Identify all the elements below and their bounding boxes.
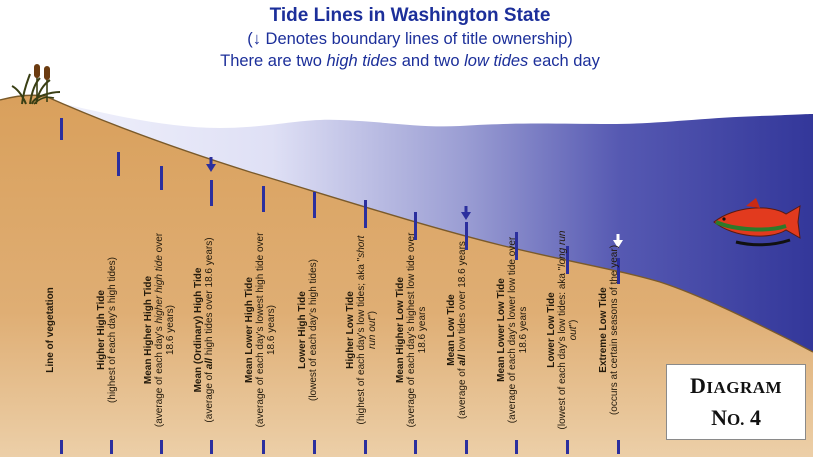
diagram-number-label: DIAGRAM NO. 4 bbox=[666, 364, 806, 440]
diagram-note: There are two high tides and two low tid… bbox=[220, 52, 600, 70]
tide-tick-top bbox=[262, 186, 265, 212]
tide-tick-top bbox=[60, 118, 63, 140]
boundary-arrow-icon bbox=[613, 234, 623, 248]
tide-tick-bottom bbox=[313, 440, 316, 454]
tide-label-mean-lower-high-tide: Mean Lower High Tide (average of each da… bbox=[244, 232, 277, 428]
tide-tick-top bbox=[566, 246, 569, 274]
tide-tick-top bbox=[414, 212, 417, 240]
beach bbox=[0, 95, 813, 457]
subtitle-open: ( bbox=[247, 30, 253, 48]
tide-tick-bottom bbox=[414, 440, 417, 454]
diagram-subtitle: (↓ Denotes boundary lines of title owner… bbox=[160, 28, 660, 50]
tide-tick-top bbox=[617, 258, 620, 284]
tide-label-higher-low-tide: Higher Low Tide (highest of each day's l… bbox=[345, 235, 378, 425]
tide-tick-top bbox=[160, 166, 163, 190]
tide-label-lower-low-tide: Lower Low Tide (lowest of each day's low… bbox=[546, 230, 579, 430]
tide-tick-bottom bbox=[60, 440, 63, 454]
cattail-icon bbox=[11, 64, 61, 105]
tide-label-mean-higher-low-tide: Mean Higher Low Tide (average of each da… bbox=[395, 232, 428, 428]
diagram-title: Tide Lines in Washington State bbox=[269, 5, 551, 26]
tide-tick-bottom bbox=[110, 440, 113, 454]
subtitle-text: Denotes boundary lines of title ownershi… bbox=[265, 30, 573, 48]
tide-tick-bottom bbox=[364, 440, 367, 454]
tide-label-mean-higher-high-tide: Mean Higher High Tide (average of each d… bbox=[143, 232, 176, 428]
boundary-arrow-icon bbox=[206, 157, 216, 172]
tide-tick-top bbox=[364, 200, 367, 228]
tide-label-mean-low-tide: Mean Low Tide (average of all low tides … bbox=[446, 241, 468, 419]
tide-tick-top bbox=[515, 232, 518, 260]
tide-label-mean-lower-low-tide: Mean Lower Low Tide (average of each day… bbox=[496, 236, 529, 424]
tide-tick-top bbox=[465, 222, 468, 250]
tide-label-mean-ordinary-high-tide: Mean (Ordinary) High Tide (average of al… bbox=[193, 237, 215, 423]
tide-label-lower-high-tide: Lower High Tide (lowest of each day's hi… bbox=[297, 259, 319, 401]
tide-tick-bottom bbox=[515, 440, 518, 454]
tide-tick-top bbox=[117, 152, 120, 176]
tide-label-higher-high-tide: Higher High Tide (highest of each day's … bbox=[96, 257, 118, 403]
tide-label-extreme-low-tide: Extreme Low Tide (occurs at certain seas… bbox=[598, 244, 620, 416]
tide-tick-bottom bbox=[617, 440, 620, 454]
boundary-arrow-icon bbox=[461, 206, 471, 220]
tide-tick-bottom bbox=[160, 440, 163, 454]
title-block: Tide Lines in Washington State (↓ Denote… bbox=[160, 4, 660, 72]
tide-tick-bottom bbox=[566, 440, 569, 454]
salmon-fish-icon bbox=[713, 198, 801, 247]
tide-tick-top bbox=[313, 192, 316, 218]
tide-tick-bottom bbox=[465, 440, 468, 454]
tide-tick-bottom bbox=[210, 440, 213, 454]
tide-tick-top bbox=[210, 180, 213, 206]
tide-tick-bottom bbox=[262, 440, 265, 454]
subtitle-arrow-icon: ↓ bbox=[252, 30, 261, 48]
tide-label-line-of-vegetation: Line of vegetation bbox=[45, 287, 56, 373]
shoreline bbox=[0, 94, 813, 353]
